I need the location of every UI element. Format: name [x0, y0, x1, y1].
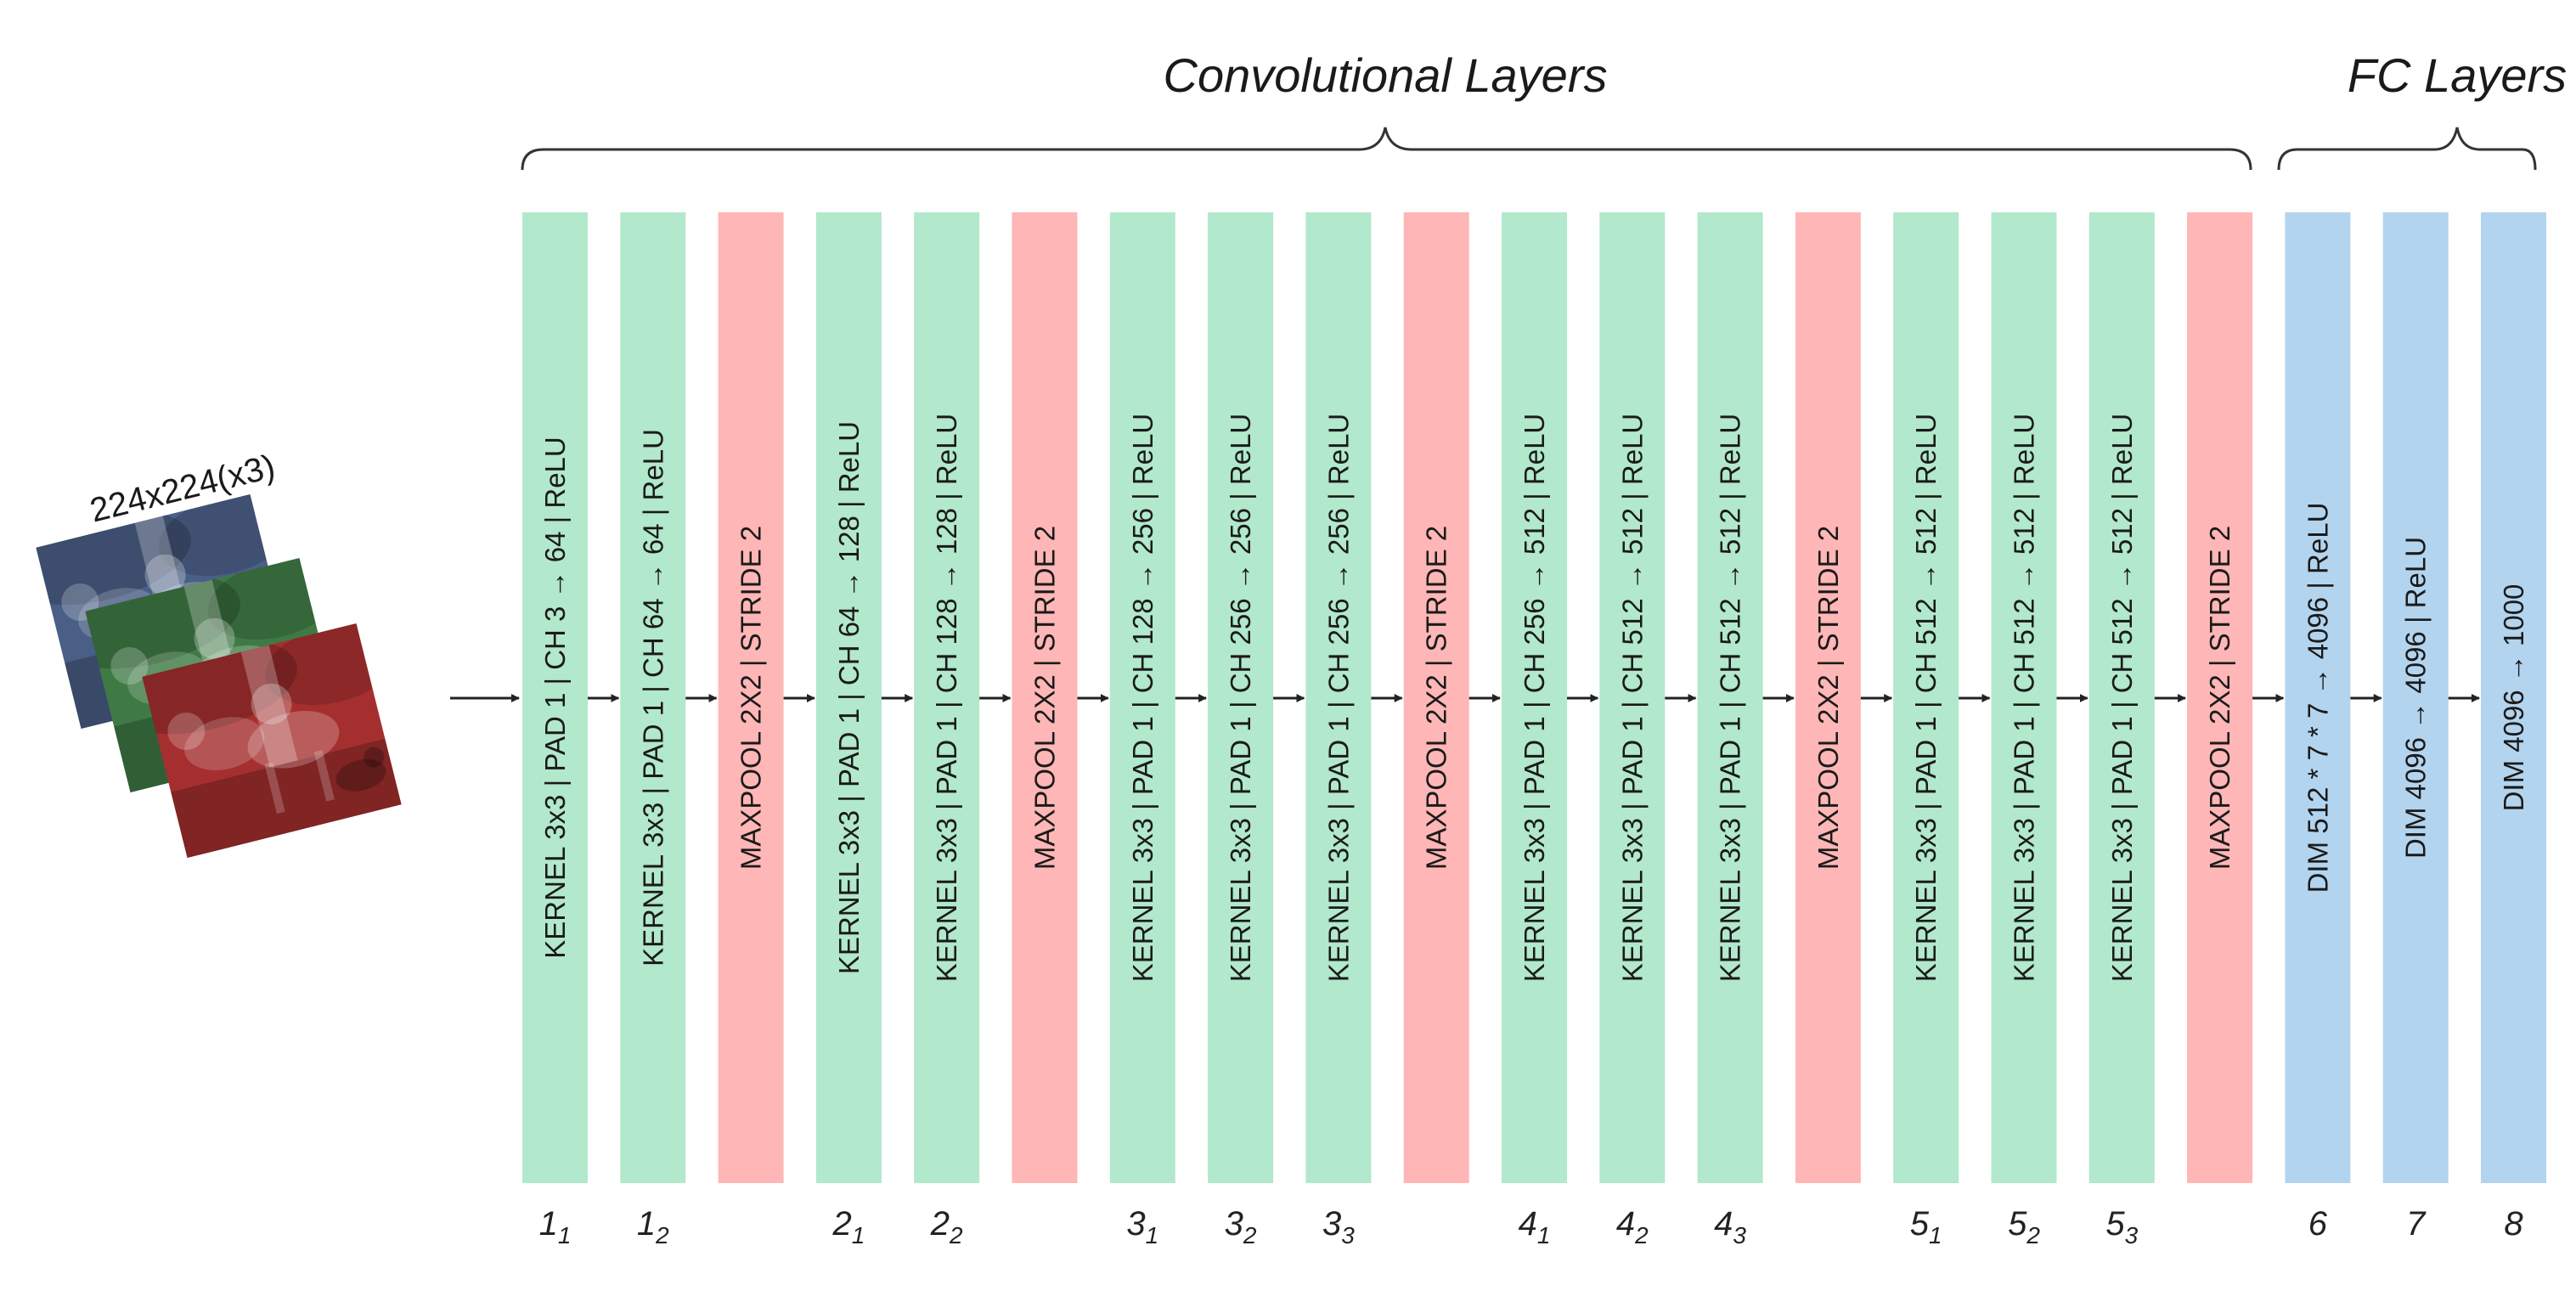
layer-18-bar: [2187, 212, 2253, 1183]
layer-18-pool: MAXPOOL 2X2 | STRIDE 2: [2187, 212, 2253, 1183]
layer-21-index: 8: [2504, 1205, 2523, 1243]
layer-8-index: 32: [1225, 1205, 1257, 1248]
layer-3-label: MAXPOOL 2X2 | STRIDE 2: [736, 526, 767, 870]
layer-8-bar: [1208, 212, 1274, 1183]
layer-9-bar: [1305, 212, 1372, 1183]
layer-8-conv: KERNEL 3x3 | PAD 1 | CH 256 → 256 | ReLU…: [1208, 212, 1274, 1248]
section-title-fc-layers: FC Layers: [2348, 48, 2567, 102]
brace-fc-layers: [2277, 127, 2537, 171]
layer-13-index: 43: [1714, 1205, 1746, 1248]
layer-10-bar: [1403, 212, 1469, 1183]
layer-4-index: 21: [831, 1205, 865, 1248]
layer-6-label: MAXPOOL 2X2 | STRIDE 2: [1029, 526, 1061, 870]
layer-7-index: 31: [1126, 1205, 1158, 1248]
layer-10-label: MAXPOOL 2X2 | STRIDE 2: [1421, 526, 1452, 870]
layer-1-conv: KERNEL 3x3 | PAD 1 | CH 3 → 64 | ReLU 11: [522, 212, 588, 1248]
layer-16-index: 52: [2008, 1205, 2040, 1248]
layer-7-bar: [1109, 212, 1175, 1183]
layer-11-bar: [1502, 212, 1567, 1183]
layer-15-label: KERNEL 3x3 | PAD 1 | CH 512 → 512 | ReLU: [1910, 414, 1942, 983]
layer-6-pool: MAXPOOL 2X2 | STRIDE 2: [1012, 212, 1078, 1183]
layer-8-label: KERNEL 3x3 | PAD 1 | CH 256 → 256 | ReLU: [1225, 414, 1256, 983]
layer-13-label: KERNEL 3x3 | PAD 1 | CH 512 → 512 | ReLU: [1715, 414, 1746, 983]
layer-6-bar: [1012, 212, 1078, 1183]
layer-19-index: 6: [2308, 1205, 2328, 1243]
layer-5-label: KERNEL 3x3 | PAD 1 | CH 128 → 128 | ReLU: [931, 414, 962, 983]
layer-9-conv: KERNEL 3x3 | PAD 1 | CH 256 → 256 | ReLU…: [1305, 212, 1372, 1248]
layer-11-index: 41: [1519, 1205, 1551, 1248]
layer-20-label: DIM 4096 → 4096 | ReLU: [2400, 537, 2432, 859]
layer-16-label: KERNEL 3x3 | PAD 1 | CH 512 → 512 | ReLU: [2009, 414, 2040, 983]
layer-12-label: KERNEL 3x3 | PAD 1 | CH 512 → 512 | ReLU: [1616, 414, 1648, 983]
layer-9-index: 33: [1322, 1205, 1355, 1248]
layer-4-bar: [815, 212, 882, 1183]
layer-14-label: MAXPOOL 2X2 | STRIDE 2: [1812, 526, 1844, 870]
layer-13-bar: [1697, 212, 1763, 1183]
brace-convolutional-layers: [521, 127, 2252, 171]
layer-11-conv: KERNEL 3x3 | PAD 1 | CH 256 → 512 | ReLU…: [1502, 212, 1567, 1248]
layer-15-conv: KERNEL 3x3 | PAD 1 | CH 512 → 512 | ReLU…: [1893, 212, 1959, 1248]
layer-11-label: KERNEL 3x3 | PAD 1 | CH 256 → 512 | ReLU: [1519, 414, 1550, 983]
layers-group: KERNEL 3x3 | PAD 1 | CH 3 → 64 | ReLU11K…: [522, 212, 2546, 1248]
layer-4-conv: KERNEL 3x3 | PAD 1 | CH 64 → 128 | ReLU 2…: [815, 212, 882, 1248]
layer-16-bar: [1991, 212, 2057, 1183]
layer-5-index: 22: [930, 1205, 963, 1248]
layer-3-pool: MAXPOOL 2X2 | STRIDE 2: [718, 212, 784, 1183]
layer-20-bar: [2382, 212, 2449, 1183]
layer-1-bar: [522, 212, 588, 1183]
layer-21-fc: DIM 4096 → 1000 8: [2481, 212, 2546, 1243]
section-title-convolutional-layers: Convolutional Layers: [1164, 48, 1608, 102]
layer-2-conv: KERNEL 3x3 | PAD 1 | CH 64 → 64 | ReLU 12: [620, 212, 686, 1248]
layer-16-conv: KERNEL 3x3 | PAD 1 | CH 512 → 512 | ReLU…: [1991, 212, 2057, 1248]
layer-15-bar: [1893, 212, 1959, 1183]
layer-18-label: MAXPOOL 2X2 | STRIDE 2: [2204, 526, 2235, 870]
layer-20-fc: DIM 4096 → 4096 | ReLU 7: [2382, 212, 2449, 1243]
layer-7-conv: KERNEL 3x3 | PAD 1 | CH 128 → 256 | ReLU…: [1109, 212, 1175, 1248]
layer-21-label: DIM 4096 → 1000: [2498, 584, 2529, 812]
layer-5-conv: KERNEL 3x3 | PAD 1 | CH 128 → 128 | ReLU…: [914, 212, 980, 1248]
layer-12-conv: KERNEL 3x3 | PAD 1 | CH 512 → 512 | ReLU…: [1599, 212, 1666, 1248]
layer-2-label: KERNEL 3x3 | PAD 1 | CH 64 → 64 | ReLU: [637, 429, 668, 967]
layer-2-index: 12: [637, 1205, 669, 1248]
layer-17-label: KERNEL 3x3 | PAD 1 | CH 512 → 512 | ReLU: [2106, 414, 2138, 983]
layer-14-bar: [1795, 212, 1861, 1183]
layer-14-pool: MAXPOOL 2X2 | STRIDE 2: [1795, 212, 1861, 1183]
layer-17-bar: [2088, 212, 2155, 1183]
layer-17-index: 53: [2105, 1205, 2138, 1248]
layer-10-pool: MAXPOOL 2X2 | STRIDE 2: [1403, 212, 1469, 1183]
layer-3-bar: [718, 212, 784, 1183]
layer-9-label: KERNEL 3x3 | PAD 1 | CH 256 → 256 | ReLU: [1322, 414, 1354, 983]
layer-7-label: KERNEL 3x3 | PAD 1 | CH 128 → 256 | ReLU: [1127, 414, 1158, 983]
layer-13-conv: KERNEL 3x3 | PAD 1 | CH 512 → 512 | ReLU…: [1697, 212, 1763, 1248]
layer-1-index: 11: [539, 1205, 572, 1248]
layer-12-index: 42: [1616, 1205, 1649, 1248]
layer-19-fc: DIM 512 * 7 * 7 → 4096 | ReLU 6: [2285, 212, 2351, 1243]
layer-1-label: KERNEL 3x3 | PAD 1 | CH 3 → 64 | ReLU: [539, 437, 571, 958]
layer-20-index: 7: [2406, 1205, 2427, 1243]
layer-5-bar: [914, 212, 980, 1183]
layer-15-index: 51: [1910, 1205, 1942, 1248]
layer-4-label: KERNEL 3x3 | PAD 1 | CH 64 → 128 | ReLU: [833, 421, 865, 974]
layer-19-bar: [2285, 212, 2351, 1183]
layer-12-bar: [1599, 212, 1666, 1183]
input-image-stack: [36, 493, 402, 859]
layer-21-bar: [2481, 212, 2546, 1183]
layer-19-label: DIM 512 * 7 * 7 → 4096 | ReLU: [2302, 503, 2333, 893]
layer-2-bar: [620, 212, 686, 1183]
layer-17-conv: KERNEL 3x3 | PAD 1 | CH 512 → 512 | ReLU…: [2088, 212, 2155, 1248]
